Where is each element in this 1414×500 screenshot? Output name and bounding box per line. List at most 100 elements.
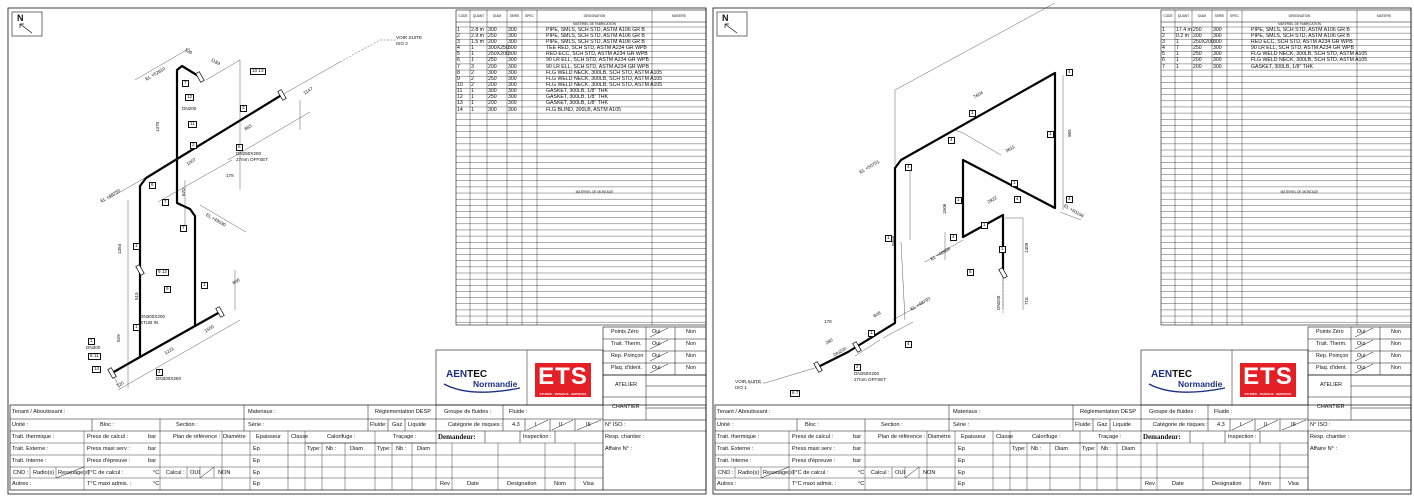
- check-oui-0[interactable]: Oui: [652, 329, 661, 335]
- bom-cell: 5: [457, 51, 460, 58]
- bom-cell: 200: [1193, 32, 1202, 39]
- check-label-0: Points Zéro: [1316, 329, 1344, 335]
- aentec-logo-part: TEC: [1172, 369, 1193, 380]
- bom-cell: 4: [457, 45, 460, 52]
- continuation-line: [339, 39, 381, 63]
- item-tag: 10 13: [250, 68, 266, 75]
- drawing-annotation: STUB IN: [140, 320, 159, 325]
- fluide-short-label: Fluide:: [1075, 422, 1092, 428]
- check-oui-2[interactable]: Oui: [1357, 353, 1366, 359]
- tracage-diam: Diam: [417, 446, 431, 452]
- tracage-nb: Nb :: [396, 446, 407, 452]
- check-oui-1[interactable]: Oui: [652, 341, 661, 347]
- calorifuge-diam: Diam: [1055, 446, 1069, 452]
- calorifuge-nb: Nb :: [326, 446, 337, 452]
- bom-cell: 1: [471, 51, 474, 58]
- check-non-0[interactable]: Non: [1391, 329, 1401, 335]
- bom-header-code: CODE: [458, 14, 468, 18]
- item-tag: 1: [868, 330, 875, 337]
- drawing-annotation: 670: [181, 188, 186, 196]
- aentec-logo-part: TEC: [467, 369, 488, 380]
- check-non-1[interactable]: Non: [1391, 341, 1401, 347]
- plan-reference-label: Plan de référence :: [878, 434, 926, 440]
- strike-line: [649, 339, 669, 350]
- check-non-2[interactable]: Non: [1391, 353, 1401, 359]
- check-oui-3[interactable]: Oui: [1357, 365, 1366, 371]
- bom-cell: 300: [508, 100, 517, 107]
- inspection-label: Inspection :: [1228, 434, 1257, 440]
- drawing-annotation: ISO 2: [396, 41, 408, 46]
- check-non-3[interactable]: Non: [1391, 365, 1401, 371]
- item-tag: 1: [999, 246, 1006, 253]
- ep-label: Ep: [253, 446, 260, 452]
- bom-header-spec: SPEC: [525, 14, 534, 18]
- affaire-label: Affaire N° :: [605, 446, 633, 452]
- check-oui-3[interactable]: Oui: [652, 365, 661, 371]
- check-oui-0[interactable]: Oui: [1357, 329, 1366, 335]
- pipe-run: [175, 64, 201, 326]
- bom-cell: 300: [1213, 45, 1222, 52]
- gaz-option: Gaz: [1097, 422, 1108, 428]
- bom-cell: 3: [1162, 38, 1165, 45]
- diametre-header: Diamètre: [928, 434, 951, 440]
- check-non-0[interactable]: Non: [686, 329, 696, 335]
- trait-externe-label: Trait. Externe :: [12, 446, 49, 452]
- item-tag: 1: [1011, 180, 1018, 187]
- title-block: [9, 404, 707, 491]
- drawing-annotation: 929: [116, 334, 121, 342]
- bom-cell: 2: [471, 81, 474, 88]
- bom-cell: 2.9 m: [471, 32, 484, 39]
- item-tag: 5: [236, 144, 243, 151]
- unit-degc: °C: [153, 481, 160, 487]
- calcul-label: Calcul :: [166, 470, 185, 476]
- bom-cell: 4: [1162, 45, 1165, 52]
- ep-label: Ep: [958, 458, 965, 464]
- drawing-annotation: 27mm OFFSET: [854, 377, 887, 382]
- bom-mont-title: MATERIEL DE MONTAGE: [575, 190, 614, 194]
- calcul-oui: OUI: [895, 470, 905, 476]
- bom-cell: 300: [508, 94, 517, 101]
- dimension-line: [882, 321, 914, 339]
- item-tag: 6 7: [790, 390, 801, 397]
- check-non-3[interactable]: Non: [686, 365, 696, 371]
- strike-line: [1354, 339, 1374, 350]
- aentec-logo: AENTEC: [1151, 369, 1192, 380]
- bom-designation: GASKET, 300LB, 1/8" THK: [1251, 63, 1314, 70]
- bom-designation: PIPE, SMLS, SCH STD, ASTM A106 GR B: [1251, 32, 1350, 39]
- ep-label: Ep: [958, 481, 965, 487]
- flange-icon: [998, 267, 1008, 279]
- gaz-option: Gaz: [392, 422, 403, 428]
- dimension-line: [892, 301, 926, 321]
- bom-cell: 250X200: [488, 51, 509, 58]
- item-tag: 14: [92, 366, 102, 373]
- bom-cell: 250: [1193, 45, 1202, 52]
- check-non-2[interactable]: Non: [686, 353, 696, 359]
- cnd-label: CND :: [718, 470, 734, 476]
- press-maxi-label: Press maxi serv :: [792, 446, 835, 452]
- bom-cell: 8: [457, 69, 460, 76]
- item-tag: 1: [1047, 131, 1054, 138]
- chantier-label: CHANTIER: [612, 404, 640, 410]
- bom-cell: 1: [457, 26, 460, 33]
- tracage-diam: Diam: [1122, 446, 1136, 452]
- check-oui-2[interactable]: Oui: [652, 353, 661, 359]
- trait-thermique-label: Trait. thermique :: [12, 434, 55, 440]
- dimension-line: [199, 204, 247, 233]
- bom-cell: 1: [471, 57, 474, 64]
- bom-header-quant: QUANT: [472, 14, 485, 18]
- ep-label: Ep: [958, 446, 965, 452]
- bom-cell: 2.8 m: [471, 26, 484, 33]
- check-oui-1[interactable]: Oui: [1357, 341, 1366, 347]
- drawing-annotation: ISO 1: [735, 385, 747, 390]
- serie-label: Série :: [248, 422, 265, 428]
- drawing-annotation: DN300X200: [140, 314, 166, 319]
- strike-line: [649, 363, 669, 374]
- check-non-1[interactable]: Non: [686, 341, 696, 347]
- bom-designation: RED ECC, SCH STD, ASTM A234 GR WPB: [546, 51, 648, 58]
- flange-icon: [813, 361, 823, 373]
- north-arrow-icon: [724, 23, 738, 34]
- strike-line: [1354, 363, 1374, 374]
- tracage-type: Type:: [377, 446, 391, 452]
- bom-cell: 11: [457, 88, 463, 95]
